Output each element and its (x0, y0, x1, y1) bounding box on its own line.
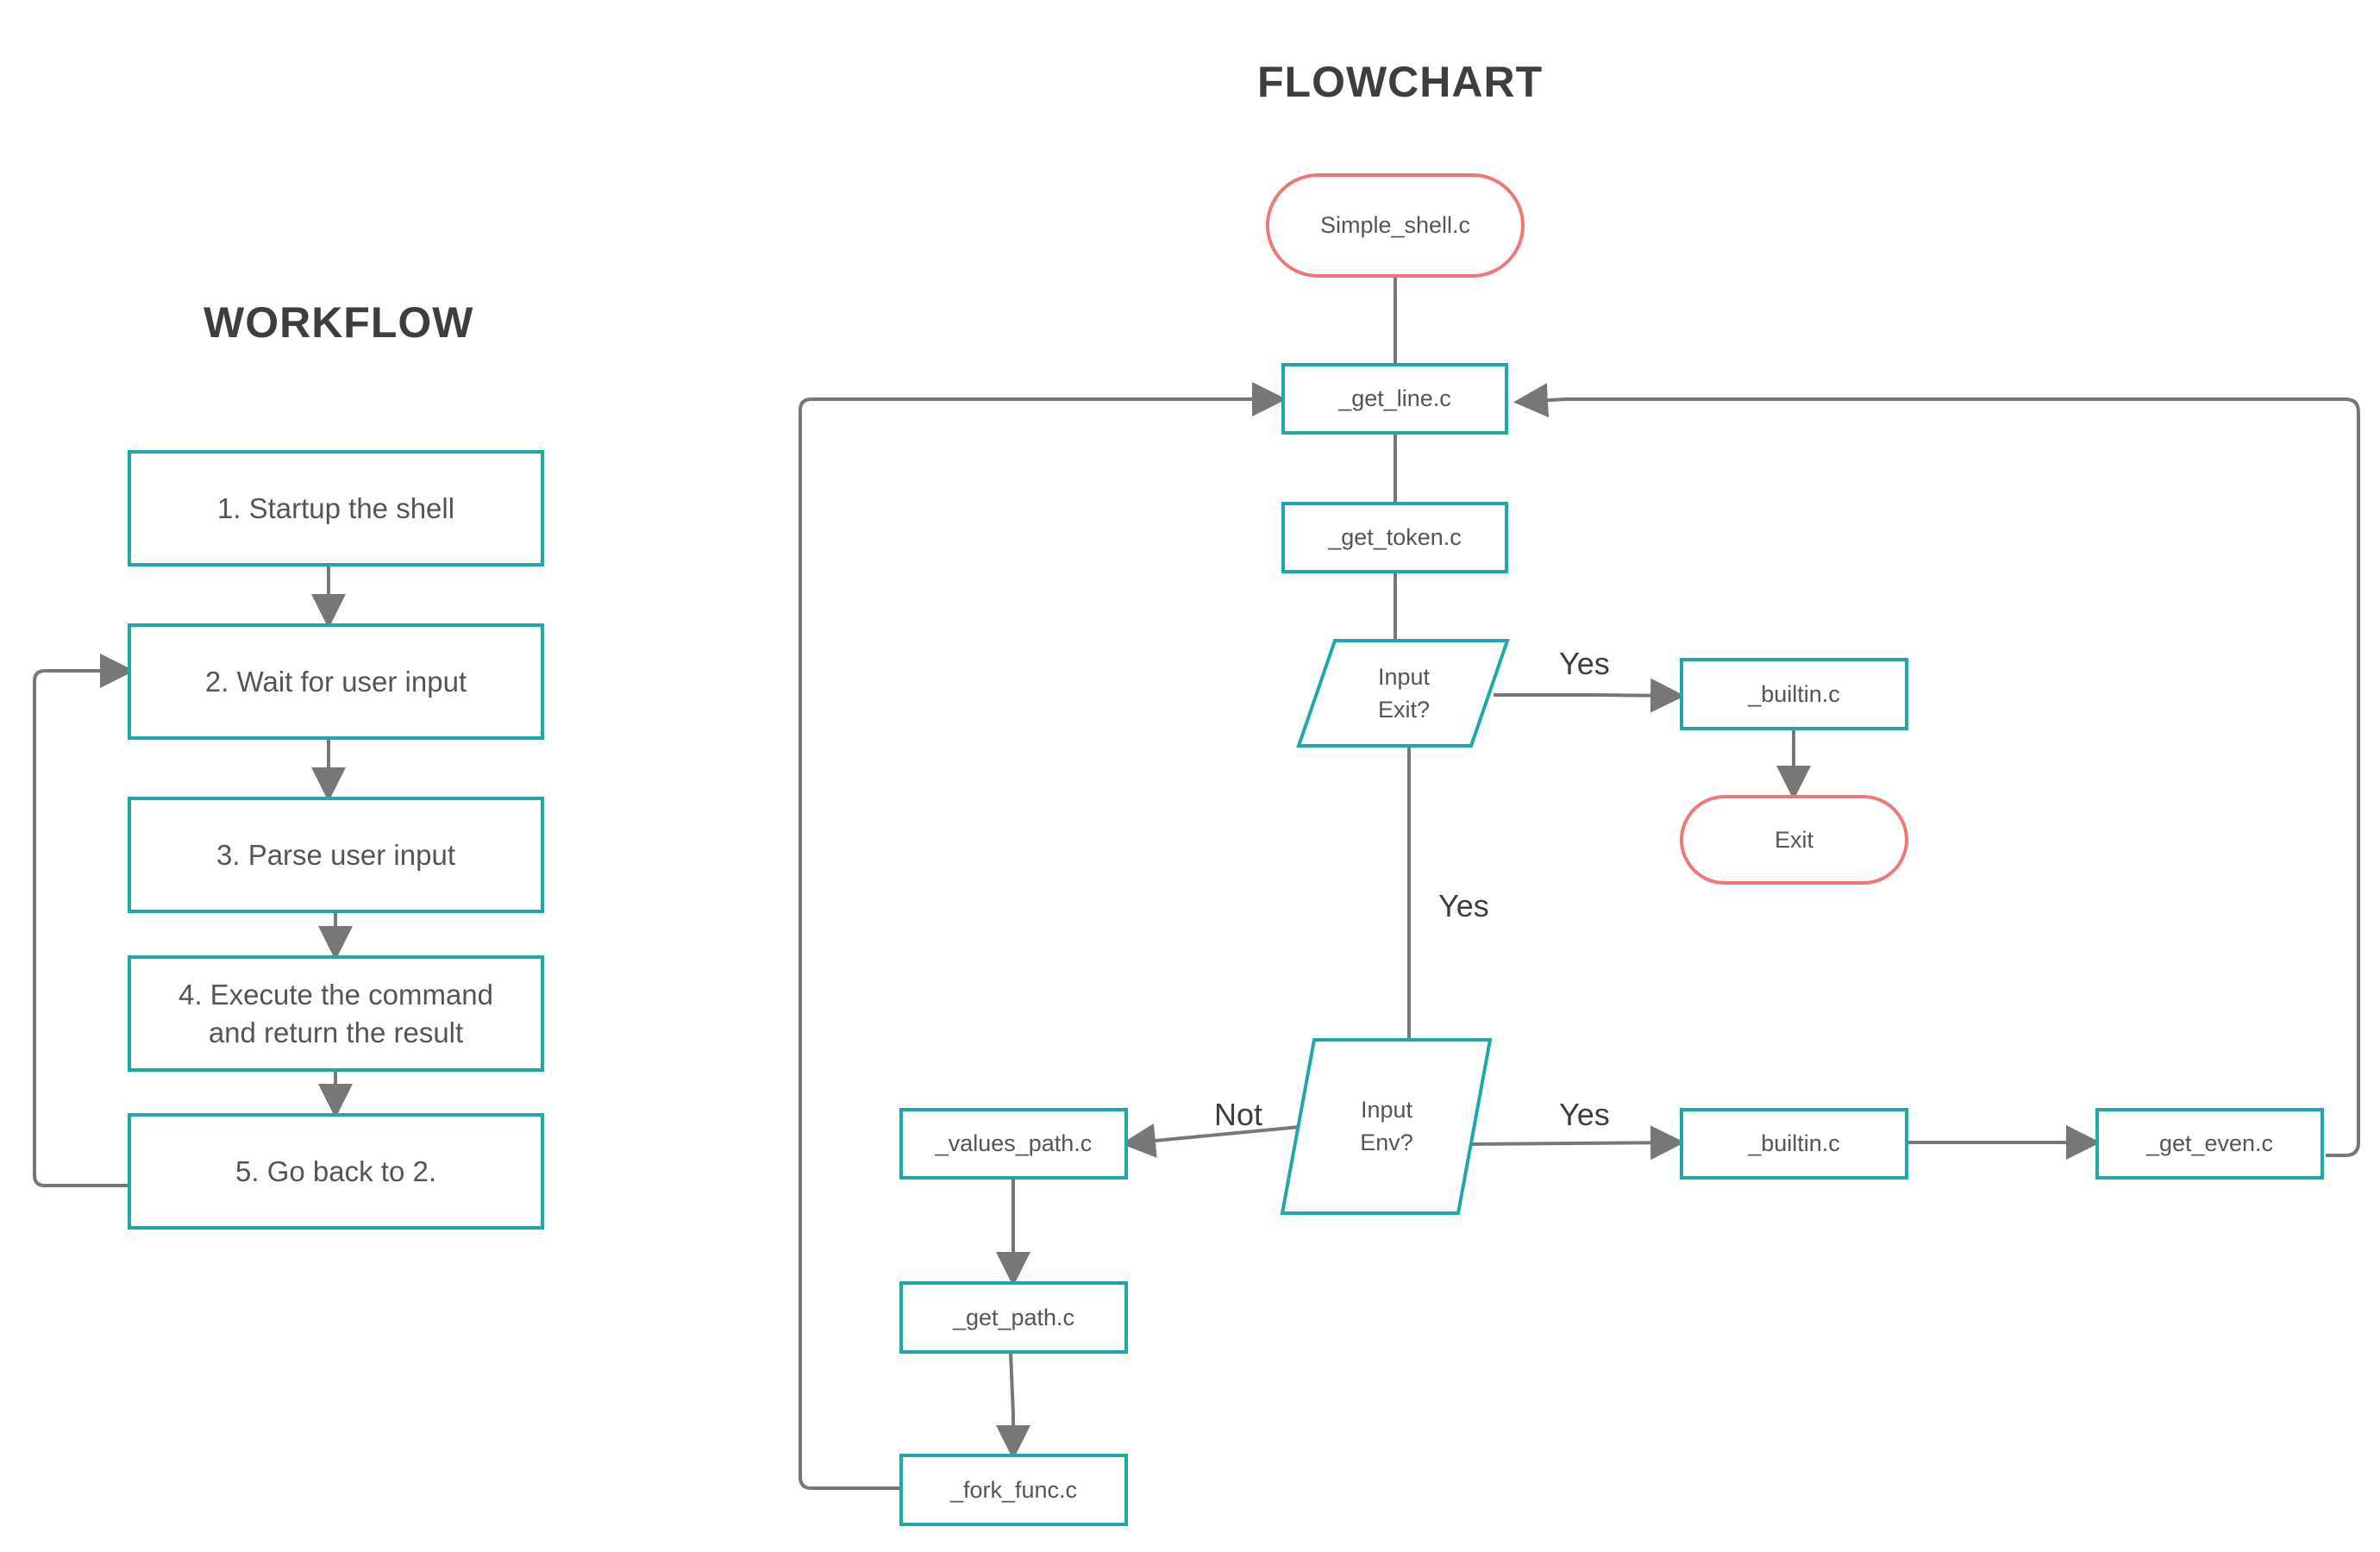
edge-label-env-yes: Yes (1559, 1097, 1610, 1132)
node-get-even: _get_even.c (2095, 1108, 2324, 1180)
node-builtin-exit: _builtin.c (1680, 658, 1908, 730)
workflow-step-1: 1. Startup the shell (128, 450, 544, 566)
workflow-step-2: 2. Wait for user input (128, 623, 544, 740)
fc-exit-yes-arrow (1494, 678, 1685, 713)
decision-exit-label: Input Exit? (1335, 660, 1473, 726)
decision-exit-shape (1296, 639, 1510, 748)
edge-label-exit-yes: Yes (1559, 646, 1610, 681)
fc-env-yes-arrow (1467, 1125, 1685, 1161)
node-get-line: _get_line.c (1281, 363, 1508, 435)
node-builtin-env: _builtin.c (1680, 1108, 1908, 1180)
decision-exit-line-2: Exit? (1377, 697, 1431, 723)
node-values-path: _values_path.c (899, 1108, 1128, 1180)
exit-terminal: Exit (1680, 795, 1908, 885)
flowchart-title: FLOWCHART (1257, 58, 1544, 106)
decision-env-line-1: Input (1360, 1097, 1413, 1123)
decision-env-line-2: Env? (1360, 1130, 1413, 1155)
node-fork-func: _fork_func.c (899, 1454, 1128, 1526)
workflow-step-4: 4. Execute the command and return the re… (128, 955, 544, 1072)
node-get-token: _get_token.c (1281, 502, 1508, 573)
decision-env-shape (1280, 1038, 1493, 1215)
fc-getpath-to-fork (996, 1351, 1030, 1460)
fc-geteven-loop-to-getline (1513, 383, 2360, 1157)
start-terminal: Simple_shell.c (1266, 173, 1525, 278)
node-get-path: _get_path.c (899, 1281, 1128, 1354)
decision-env-label: Input Env? (1318, 1093, 1456, 1159)
edge-label-exit-to-env-yes: Yes (1438, 888, 1489, 923)
workflow-step-5: 5. Go back to 2. (128, 1113, 544, 1230)
fc-env-not-arrow (1121, 1123, 1300, 1158)
decision-exit-line-1: Input (1377, 664, 1431, 690)
fc-fork-loop-to-getline (799, 382, 1287, 1490)
edge-label-env-not: Not (1214, 1097, 1263, 1132)
workflow-step-3: 3. Parse user input (128, 797, 544, 913)
workflow-title: WORKFLOW (204, 298, 474, 347)
wf-loop-5-2 (33, 654, 135, 1187)
